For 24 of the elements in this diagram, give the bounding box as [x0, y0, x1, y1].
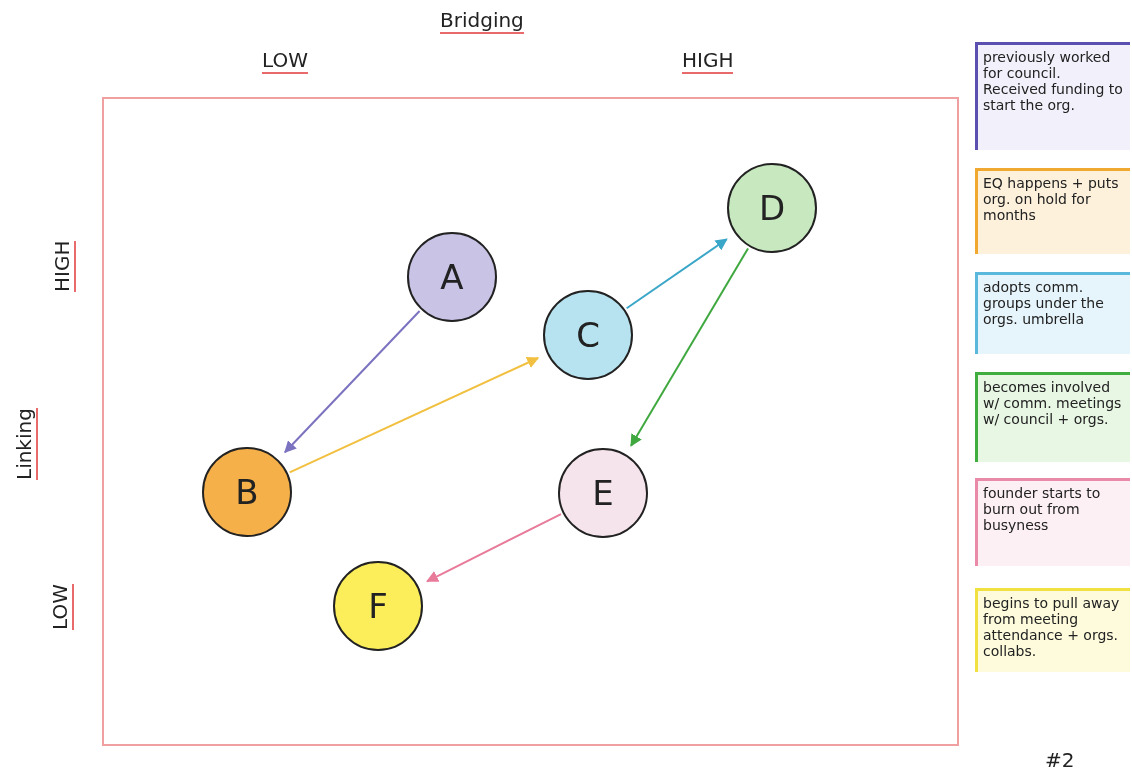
arrow	[283, 310, 421, 454]
note-box: previously worked for council. Received funding to start the org.	[975, 42, 1130, 150]
arrow	[625, 238, 728, 310]
note-box: adopts comm. groups under the orgs. umbrella	[975, 272, 1130, 354]
axis-title: Bridging	[440, 8, 524, 34]
arrow	[288, 357, 540, 474]
axis-level: LOW	[262, 48, 308, 74]
node-letter: A	[440, 257, 464, 297]
page-number: #2	[1045, 748, 1075, 772]
axis-level: HIGH	[50, 240, 76, 292]
note-box: founder starts to burn out from busyness	[975, 478, 1130, 566]
node-letter: E	[592, 473, 614, 513]
axis-title: Linking	[12, 408, 38, 480]
arrow	[426, 513, 562, 583]
node-letter: C	[576, 315, 600, 355]
node-letter: B	[235, 472, 259, 512]
node-letter: F	[368, 586, 388, 626]
node-letter: D	[758, 188, 786, 228]
note-box: begins to pull away from meeting attendance + orgs. collabs.	[975, 588, 1130, 672]
axis-level: LOW	[48, 584, 74, 630]
note-box: EQ happens + puts org. on hold for months	[975, 168, 1130, 254]
note-box: becomes involved w/ comm. meetings w/ council + orgs.	[975, 372, 1130, 462]
axis-level: HIGH	[682, 48, 734, 74]
arrow	[630, 247, 750, 447]
